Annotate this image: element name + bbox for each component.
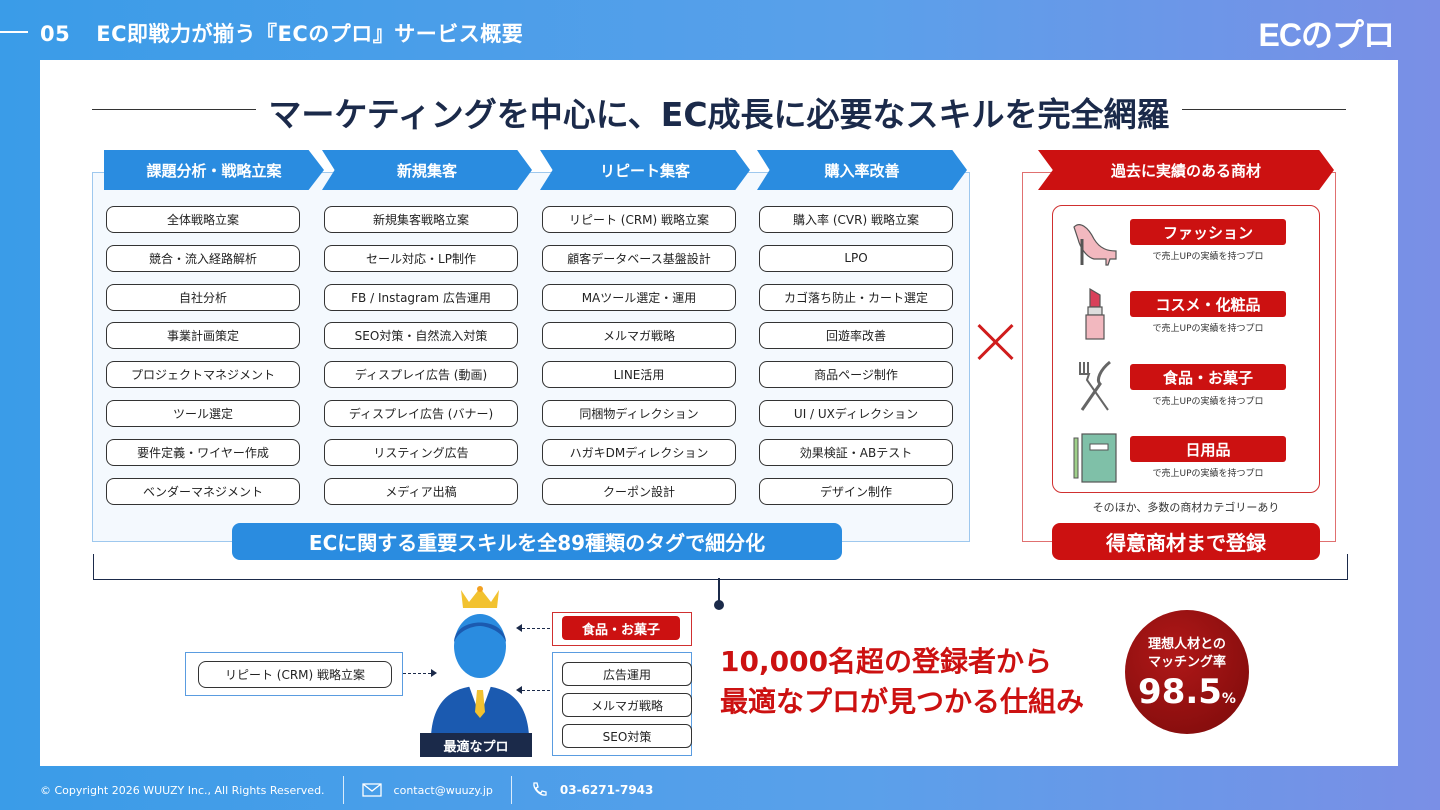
- copyright: © Copyright 2026 WUUZY Inc., All Rights …: [40, 783, 325, 797]
- skill-tag: UI / UXディレクション: [759, 400, 953, 427]
- skill-tag: 同梱物ディレクション: [542, 400, 736, 427]
- lipstick-icon: [1085, 287, 1105, 340]
- product-category-sub: で売上UPの実績を持つプロ: [1152, 469, 1264, 479]
- brand-logo: ECのプロ: [1258, 17, 1395, 53]
- food-arrow: [516, 624, 522, 632]
- skill-tag: MAツール選定・運用: [542, 283, 736, 311]
- left-skill-tag: リピート (CRM) 戦略立案: [198, 661, 392, 688]
- skill-tag: ハガキDMディレクション: [542, 438, 736, 466]
- skill-tag: 新規集客戦略立案: [324, 206, 518, 233]
- match-rate-badge: 理想人材とのマッチング率 98.5%: [1125, 610, 1249, 734]
- headline-line-1: 10,000名超の登録者から: [720, 645, 1053, 678]
- skills-connector: [522, 690, 550, 691]
- section-number: 05: [40, 22, 71, 46]
- mail-icon: [361, 783, 382, 797]
- column-header: 購入率改善: [757, 150, 967, 190]
- column-header: 課題分析・戦略立案: [104, 150, 324, 190]
- footer-divider: [510, 776, 512, 804]
- product-category-sub: で売上UPの実績を持つプロ: [1152, 397, 1264, 407]
- skills-arrow: [516, 686, 522, 694]
- multiply-icon: [975, 322, 1015, 362]
- skill-tag: FB / Instagram 広告運用: [324, 283, 518, 311]
- skill-tag: カゴ落ち防止・カート選定: [759, 283, 953, 311]
- product-category: ファッション: [1130, 219, 1286, 245]
- left-connector: [403, 673, 431, 674]
- rate-label: 理想人材とのマッチング率: [1147, 637, 1226, 670]
- footer: © Copyright 2026 WUUZY Inc., All Rights …: [40, 776, 653, 804]
- skill-tag: 自社分析: [106, 283, 300, 311]
- skill-tag: ディスプレイ広告 (動画): [324, 361, 518, 389]
- product-category: 食品・お菓子: [1130, 364, 1286, 390]
- high-heel-icon: [1073, 224, 1117, 266]
- skill-tag: メルマガ戦略: [542, 322, 736, 350]
- products-header: 過去に実績のある商材: [1038, 150, 1334, 190]
- skill-tag: SEO対策・自然流入対策: [324, 322, 518, 350]
- skill-tag: 効果検証・ABテスト: [759, 438, 953, 466]
- content-panel: マーケティングを中心に、EC成長に必要なスキルを完全網羅 課題分析・戦略立案全体…: [40, 60, 1398, 766]
- column-header: リピート集客: [540, 150, 750, 190]
- skill-tag: セール対応・LP制作: [324, 244, 518, 272]
- bracket-stem: [718, 578, 720, 604]
- skill-tag: 顧客データベース基盤設計: [542, 244, 736, 272]
- column-header: 新規集客: [322, 150, 532, 190]
- skill-tag: メディア出稿: [324, 477, 518, 505]
- skill-tag: 購入率 (CVR) 戦略立案: [759, 206, 953, 233]
- left-arrow: [431, 669, 437, 677]
- skill-tag: 事業計画策定: [106, 322, 300, 350]
- right-skill-tag: メルマガ戦略: [562, 693, 692, 717]
- skill-tag: リスティング広告: [324, 438, 518, 466]
- footer-divider: [342, 776, 344, 804]
- header-rule: [0, 31, 28, 33]
- section-title: EC即戦力が揃う『ECのプロ』サービス概要: [96, 22, 524, 46]
- fork-knife-icon: [1079, 360, 1111, 411]
- skill-tag: LINE活用: [542, 361, 736, 389]
- right-skill-tag: SEO対策: [562, 724, 692, 748]
- skills-banner: ECに関する重要スキルを全89種類のタグで細分化: [232, 523, 842, 560]
- skill-tag: 要件定義・ワイヤー作成: [106, 438, 300, 466]
- skill-tag: ツール選定: [106, 400, 300, 427]
- right-skill-tag: 広告運用: [562, 662, 692, 686]
- person-icon: [431, 586, 529, 736]
- summary-bracket: [93, 554, 1348, 580]
- page-header: 05 EC即戦力が揃う『ECのプロ』サービス概要: [40, 18, 523, 48]
- notebook-icon: [1073, 433, 1117, 483]
- product-category-sub: で売上UPの実績を持つプロ: [1152, 252, 1264, 262]
- skill-tag: 競合・流入経路解析: [106, 244, 300, 272]
- skill-tag: ベンダーマネジメント: [106, 477, 300, 505]
- food-connector: [522, 628, 550, 629]
- product-category: 日用品: [1130, 436, 1286, 462]
- products-banner: 得意商材まで登録: [1052, 523, 1320, 560]
- contact-email[interactable]: contact@wuuzy.jp: [393, 783, 493, 797]
- skill-tag: クーポン設計: [542, 477, 736, 505]
- skill-tag: 商品ページ制作: [759, 361, 953, 389]
- product-category-sub: で売上UPの実績を持つプロ: [1152, 324, 1264, 334]
- main-title-row: マーケティングを中心に、EC成長に必要なスキルを完全網羅: [40, 88, 1398, 136]
- skill-tag: LPO: [759, 244, 953, 272]
- match-headline: 10,000名超の登録者から 最適なプロが見つかる仕組み: [720, 642, 1084, 722]
- food-tag: 食品・お菓子: [562, 616, 680, 640]
- skill-tag: デザイン制作: [759, 477, 953, 505]
- skill-tag: 全体戦略立案: [106, 206, 300, 233]
- left-skill-box: リピート (CRM) 戦略立案: [185, 652, 403, 696]
- rate-value: 98.5%: [1138, 672, 1236, 712]
- products-note: そのほか、多数の商材カテゴリーあり: [1092, 501, 1280, 514]
- main-title: マーケティングを中心に、EC成長に必要なスキルを完全網羅: [256, 88, 1182, 136]
- skill-tag: 回遊率改善: [759, 322, 953, 350]
- contact-phone[interactable]: 03-6271-7943: [559, 783, 654, 797]
- skill-tag: ディスプレイ広告 (バナー): [324, 400, 518, 427]
- skill-tag: プロジェクトマネジメント: [106, 361, 300, 389]
- headline-line-2: 最適なプロが見つかる仕組み: [720, 685, 1085, 718]
- skill-tag: リピート (CRM) 戦略立案: [542, 206, 736, 233]
- bracket-dot: [714, 600, 724, 610]
- person-label: 最適なプロ: [420, 733, 532, 757]
- product-category: コスメ・化粧品: [1130, 291, 1286, 317]
- phone-icon: [533, 782, 547, 796]
